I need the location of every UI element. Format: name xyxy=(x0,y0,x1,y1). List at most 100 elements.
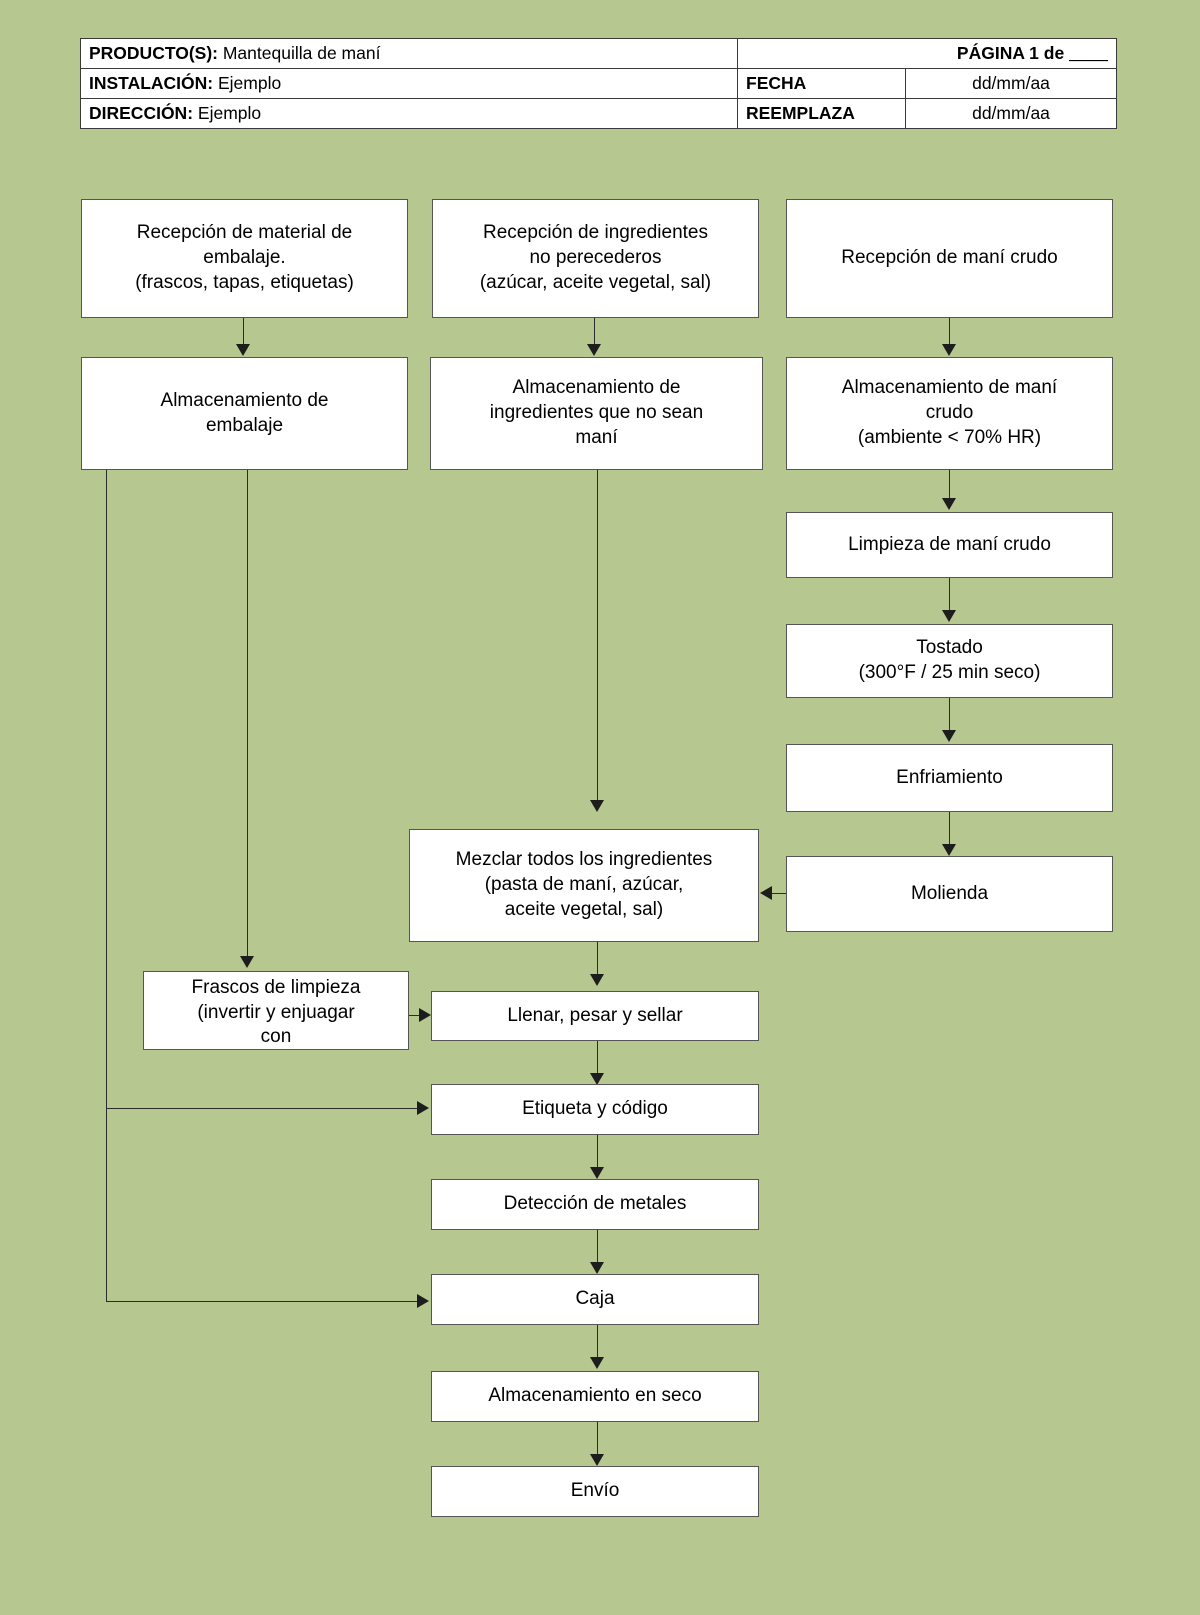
arrowhead-limpieza xyxy=(942,610,956,622)
node-deteccion-de-metales[interactable]: Detección de metales xyxy=(431,1179,759,1230)
connector-frascos-to-llenar xyxy=(409,1015,421,1016)
arrowhead-molienda xyxy=(760,886,772,900)
node-etiqueta-y-codigo[interactable]: Etiqueta y código xyxy=(431,1084,759,1135)
fecha-value: dd/mm/aa xyxy=(905,68,1117,100)
recepcion-embalaje-line1: Recepción de material de xyxy=(136,222,353,244)
arrowhead-bus-to-etiqueta xyxy=(417,1101,429,1115)
arrowhead-recepcion-ingredientes xyxy=(587,344,601,356)
connector-recepcion-mani-to-almacen xyxy=(949,318,950,346)
mezclar-line3: aceite vegetal, sal) xyxy=(504,898,664,920)
reemplaza-label: REEMPLAZA xyxy=(737,98,906,130)
node-enfriamiento[interactable]: Enfriamiento xyxy=(786,744,1113,812)
node-molienda[interactable]: Molienda xyxy=(786,856,1113,932)
node-recepcion-mani-crudo[interactable]: Recepción de maní crudo xyxy=(786,199,1113,318)
almacen-embalaje-line1: Almacenamiento de xyxy=(160,389,329,411)
direccion-value: Ejemplo xyxy=(197,103,262,124)
header-row-producto: PRODUCTO(S): Mantequilla de maní PÁGINA … xyxy=(80,37,1117,70)
instalacion-cell: INSTALACIÓN: Ejemplo xyxy=(80,68,738,100)
connector-almacen-ingredientes-to-mezclar xyxy=(597,470,598,802)
almacen-seco-line1: Almacenamiento en seco xyxy=(488,1385,702,1407)
connector-enfriamiento-to-molienda xyxy=(949,812,950,846)
recepcion-ingredientes-line1: Recepción de ingredientes xyxy=(483,222,708,244)
header-row-instalacion: INSTALACIÓN: Ejemplo FECHA dd/mm/aa xyxy=(80,68,1117,100)
connector-tostado-to-enfriamiento xyxy=(949,698,950,732)
arrowhead-almacen-embalaje xyxy=(240,956,254,968)
node-llenar-pesar-sellar[interactable]: Llenar, pesar y sellar xyxy=(431,991,759,1041)
arrowhead-almacen-mani xyxy=(942,498,956,510)
molienda-line1: Molienda xyxy=(910,882,989,904)
connector-recepcion-ingredientes-to-almacen xyxy=(594,318,595,346)
node-limpieza-mani-crudo[interactable]: Limpieza de maní crudo xyxy=(786,512,1113,578)
producto-cell: PRODUCTO(S): Mantequilla de maní xyxy=(80,37,738,70)
recepcion-embalaje-line2: embalaje. xyxy=(203,247,286,269)
node-almacenamiento-embalaje[interactable]: Almacenamiento de embalaje xyxy=(81,357,408,470)
frascos-line1: Frascos de limpieza xyxy=(191,977,361,998)
frascos-line2: (invertir y enjuagar xyxy=(197,1001,355,1023)
pagina-cell: PÁGINA 1 de ____ xyxy=(737,37,1117,70)
arrowhead-caja xyxy=(590,1357,604,1369)
connector-recepcion-embalaje-to-almacen xyxy=(243,318,244,346)
arrowhead-almacen-seco xyxy=(590,1454,604,1466)
limpieza-mani-line1: Limpieza de maní crudo xyxy=(848,533,1051,555)
arrowhead-recepcion-embalaje xyxy=(236,344,250,356)
arrowhead-deteccion xyxy=(590,1262,604,1274)
etiqueta-line1: Etiqueta y código xyxy=(522,1098,668,1120)
connector-bus-to-etiqueta xyxy=(106,1108,417,1109)
node-tostado[interactable]: Tostado (300°F / 25 min seco) xyxy=(786,624,1113,698)
recepcion-ingredientes-line2: no perecederos xyxy=(529,247,662,269)
tostado-line1: Tostado xyxy=(916,637,983,659)
almacen-mani-line3: (ambiente < 70% HR) xyxy=(857,426,1042,448)
connector-bus-to-caja xyxy=(106,1301,417,1302)
fecha-label: FECHA xyxy=(737,68,906,100)
document-header-table: PRODUCTO(S): Mantequilla de maní PÁGINA … xyxy=(80,37,1117,130)
connector-almacen-embalaje-to-frascos xyxy=(247,470,248,958)
producto-label: PRODUCTO(S): xyxy=(89,43,218,63)
deteccion-line1: Detección de metales xyxy=(503,1193,687,1215)
mezclar-line2: (pasta de maní, azúcar, xyxy=(484,874,684,896)
arrowhead-frascos xyxy=(419,1008,431,1022)
connector-limpieza-to-tostado xyxy=(949,578,950,612)
instalacion-value: Ejemplo xyxy=(217,73,282,94)
recepcion-ingredientes-line3: (azúcar, aceite vegetal, sal) xyxy=(479,271,712,293)
node-frascos-de-limpieza[interactable]: Frascos de limpieza (invertir y enjuagar… xyxy=(143,971,409,1050)
node-almacenamiento-en-seco[interactable]: Almacenamiento en seco xyxy=(431,1371,759,1422)
node-mezclar-ingredientes[interactable]: Mezclar todos los ingredientes (pasta de… xyxy=(409,829,759,942)
reemplaza-value: dd/mm/aa xyxy=(905,98,1117,130)
almacen-ingredientes-line1: Almacenamiento de xyxy=(512,377,681,399)
almacen-ingredientes-line3: maní xyxy=(575,426,618,448)
connector-llenar-to-etiqueta xyxy=(597,1041,598,1075)
connector-caja-to-almacen-seco xyxy=(597,1325,598,1359)
caja-line1: Caja xyxy=(575,1288,615,1310)
enfriamiento-line1: Enfriamiento xyxy=(896,766,1003,788)
pagina-text: PÁGINA 1 de xyxy=(956,43,1070,63)
arrowhead-tostado xyxy=(942,730,956,742)
node-recepcion-ingredientes-no-perecederos[interactable]: Recepción de ingredientes no perecederos… xyxy=(432,199,759,318)
pagina-blank: ____ xyxy=(1069,43,1108,63)
almacen-mani-line2: crudo xyxy=(925,402,974,424)
recepcion-embalaje-line3: (frascos, tapas, etiquetas) xyxy=(135,271,354,293)
envio-line1: Envío xyxy=(570,1480,620,1502)
instalacion-label: INSTALACIÓN: xyxy=(89,73,214,94)
arrowhead-bus-to-caja xyxy=(417,1294,429,1308)
arrowhead-mezclar xyxy=(590,974,604,986)
recepcion-mani-line1: Recepción de maní crudo xyxy=(841,247,1058,269)
connector-molienda-to-mezclar xyxy=(772,893,790,894)
tostado-line2: (300°F / 25 min seco) xyxy=(858,662,1041,683)
node-caja[interactable]: Caja xyxy=(431,1274,759,1325)
node-almacenamiento-mani-crudo[interactable]: Almacenamiento de maní crudo (ambiente <… xyxy=(786,357,1113,470)
connector-deteccion-to-caja xyxy=(597,1230,598,1264)
arrowhead-llenar xyxy=(590,1073,604,1085)
direccion-cell: DIRECCIÓN: Ejemplo xyxy=(80,98,738,130)
almacen-embalaje-line2: embalaje xyxy=(205,414,284,436)
almacen-ingredientes-line2: ingredientes que no sean xyxy=(489,402,704,424)
arrowhead-almacen-ingredientes xyxy=(590,800,604,812)
mezclar-line1: Mezclar todos los ingredientes xyxy=(455,849,713,871)
producto-value: Mantequilla de maní xyxy=(222,43,381,63)
connector-almacen-seco-to-envio xyxy=(597,1422,598,1456)
arrowhead-enfriamiento xyxy=(942,844,956,856)
node-almacenamiento-ingredientes[interactable]: Almacenamiento de ingredientes que no se… xyxy=(430,357,763,470)
node-recepcion-material-embalaje[interactable]: Recepción de material de embalaje. (fras… xyxy=(81,199,408,318)
frascos-line3: con xyxy=(260,1026,292,1048)
node-envio[interactable]: Envío xyxy=(431,1466,759,1517)
